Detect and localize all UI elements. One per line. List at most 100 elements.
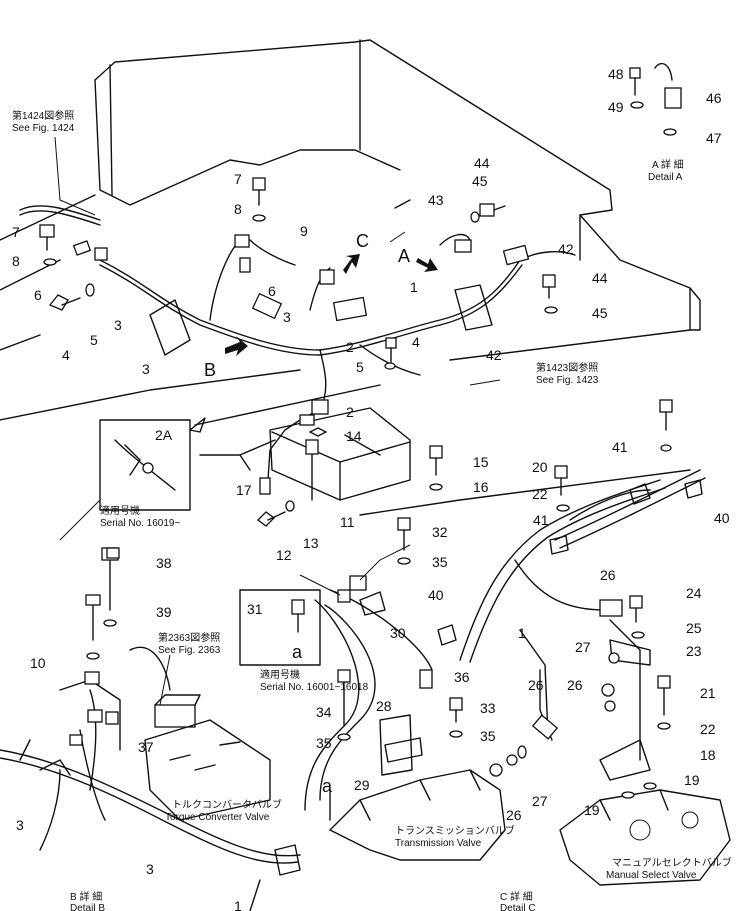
- detail-B: [0, 547, 301, 911]
- serial-2-en: Serial No. 16001~16018: [260, 682, 369, 693]
- label-33: 33: [480, 700, 496, 716]
- label-5a: 5: [90, 332, 98, 348]
- label-13: 13: [303, 535, 319, 551]
- detail-A-jp: A 詳 細: [652, 158, 684, 171]
- inset-31-box: [239, 589, 321, 666]
- manual-valve-jp: マニュアルセレクトバルブ: [612, 856, 732, 869]
- label-41b: 41: [533, 512, 549, 528]
- detail-A-en: Detail A: [648, 172, 683, 183]
- label-3a: 3: [114, 317, 122, 333]
- label-1b: 1: [518, 625, 526, 641]
- serial-2-jp: 適用号機: [260, 668, 300, 681]
- label-15: 15: [473, 454, 489, 470]
- see-fig-2363-jp: 第2363図参照: [158, 631, 220, 644]
- label-44b: 44: [592, 270, 608, 286]
- detail-C-jp: C 詳 細: [500, 890, 533, 903]
- label-28: 28: [376, 698, 392, 714]
- label-40b: 40: [428, 587, 444, 603]
- label-48: 48: [608, 66, 624, 82]
- label-47: 47: [706, 130, 722, 146]
- label-26d: 26: [506, 807, 522, 823]
- label-25: 25: [686, 620, 702, 636]
- battery-box: [189, 384, 411, 501]
- label-27b: 27: [532, 793, 548, 809]
- captions: 第1424図参照 See Fig. 1424 第1423図参照 See Fig.…: [12, 109, 732, 911]
- see-fig-1423-en: See Fig. 1423: [536, 375, 599, 386]
- label-29: 29: [354, 777, 370, 793]
- label-3c: 3: [283, 309, 291, 325]
- manual-valve-en: Manual Select Valve: [606, 870, 697, 881]
- trans-valve-jp: トランスミッションバルブ: [395, 824, 515, 837]
- lower-harness: [304, 469, 706, 811]
- label-2a: 2: [346, 339, 354, 355]
- label-38: 38: [156, 555, 172, 571]
- label-24: 24: [686, 585, 702, 601]
- label-14: 14: [346, 428, 362, 444]
- label-19b: 19: [584, 802, 600, 818]
- label-11: 11: [340, 514, 355, 530]
- label-34: 34: [316, 704, 332, 720]
- label-view-a-trans: a: [322, 776, 333, 796]
- label-35b: 35: [480, 728, 496, 744]
- label-view-a-inset: a: [292, 642, 303, 662]
- label-7a: 7: [234, 171, 242, 187]
- detail-B-jp: B 詳 細: [70, 890, 102, 903]
- label-6b: 6: [268, 283, 276, 299]
- label-42a: 42: [558, 241, 574, 257]
- view-label-A: A: [398, 246, 410, 266]
- label-17: 17: [236, 482, 252, 498]
- label-4a: 4: [62, 347, 70, 363]
- label-9: 9: [300, 223, 308, 239]
- label-8b: 8: [12, 253, 20, 269]
- label-26a: 26: [600, 567, 616, 583]
- label-19a: 19: [684, 772, 700, 788]
- leader-lines: [54, 136, 501, 706]
- label-39: 39: [156, 604, 172, 620]
- label-1a: 1: [410, 279, 418, 295]
- detail-A: [629, 62, 682, 136]
- label-22b: 22: [700, 721, 716, 737]
- label-46: 46: [706, 90, 722, 106]
- label-40a: 40: [714, 510, 730, 526]
- serial-1-jp: 適用号機: [100, 504, 140, 517]
- label-37: 37: [138, 739, 154, 755]
- upper-harness: [19, 199, 576, 481]
- label-1c: 1: [234, 898, 242, 911]
- label-4b: 4: [412, 334, 420, 350]
- label-35a: 35: [432, 554, 448, 570]
- label-8a: 8: [234, 201, 242, 217]
- label-3d: 3: [16, 817, 24, 833]
- label-3b: 3: [142, 361, 150, 377]
- frame-outline: [0, 39, 701, 516]
- label-6a: 6: [34, 287, 42, 303]
- label-18: 18: [700, 747, 716, 763]
- see-fig-1424-en: See Fig. 1424: [12, 123, 75, 134]
- label-23: 23: [686, 643, 702, 659]
- view-label-C: C: [356, 231, 369, 251]
- label-45b: 45: [592, 305, 608, 321]
- label-42b: 42: [486, 347, 502, 363]
- label-22a: 22: [532, 486, 548, 502]
- label-32: 32: [432, 524, 448, 540]
- label-43: 43: [428, 192, 444, 208]
- label-2A: 2A: [155, 427, 173, 443]
- see-fig-1423-jp: 第1423図参照: [536, 361, 598, 374]
- label-26c: 26: [528, 677, 544, 693]
- inset-2A-box: [99, 419, 191, 511]
- manual-select-valve: [559, 789, 731, 886]
- bolts-washers: [39, 177, 673, 799]
- label-20: 20: [532, 459, 548, 475]
- label-7b: 7: [12, 224, 20, 240]
- label-21: 21: [700, 685, 716, 701]
- torque-valve-en: Torque Converter Valve: [165, 812, 270, 823]
- label-35c: 35: [316, 735, 332, 751]
- label-2b: 2: [346, 404, 354, 420]
- part-labels: 7 8 9 7 8 6 3 5 4 3 6 3 1 2 5 4 2 43 45 …: [12, 66, 730, 911]
- label-31: 31: [247, 601, 263, 617]
- serial-1-en: Serial No. 16019~: [100, 518, 180, 529]
- label-5b: 5: [356, 359, 364, 375]
- label-45a: 45: [472, 173, 488, 189]
- label-10: 10: [30, 655, 46, 671]
- label-3e: 3: [146, 861, 154, 877]
